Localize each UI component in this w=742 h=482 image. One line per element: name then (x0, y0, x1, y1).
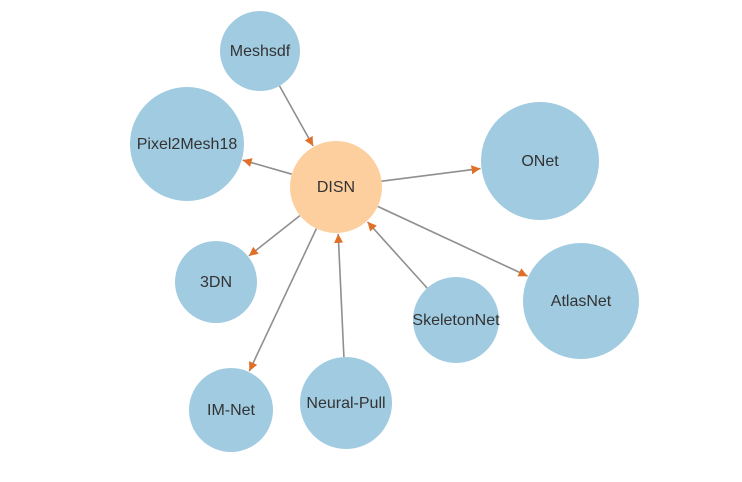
edge-disn-to-atlasnet (377, 205, 528, 277)
edge-neural-pull-to-disn (334, 233, 345, 358)
node-circle-meshsdf[interactable] (220, 11, 300, 91)
node-skeletonnet[interactable]: SkeletonNet (412, 277, 500, 363)
edge-disn-to-pixel2mesh18 (242, 158, 293, 175)
node-circle-atlasnet[interactable] (523, 243, 639, 359)
node-label-atlasnet: AtlasNet (551, 293, 612, 310)
node-label-im-net: IM-Net (207, 402, 256, 419)
node-meshsdf[interactable]: Meshsdf (220, 11, 300, 91)
edge-meshsdf-to-disn (278, 85, 314, 147)
edge-skeletonnet-to-disn (366, 221, 428, 289)
node-label-pixel2mesh18: Pixel2Mesh18 (137, 136, 238, 153)
edge-layer (242, 85, 528, 372)
node-atlasnet[interactable]: AtlasNet (523, 243, 639, 359)
node-label-neural-pull: Neural-Pull (306, 395, 385, 412)
node-circle-onet[interactable] (481, 102, 599, 220)
node-label-disn: DISN (317, 179, 355, 196)
node-circle-skeletonnet[interactable] (413, 277, 499, 363)
node-neural-pull[interactable]: Neural-Pull (300, 357, 392, 449)
node-circle-pixel2mesh18[interactable] (130, 87, 244, 201)
node-label-onet: ONet (521, 153, 559, 170)
node-3dn[interactable]: 3DN (175, 241, 257, 323)
edge-disn-to-3dn (248, 214, 301, 257)
node-label-3dn: 3DN (200, 274, 232, 291)
node-pixel2mesh18[interactable]: Pixel2Mesh18 (130, 87, 244, 201)
node-circle-disn[interactable] (290, 141, 382, 233)
edge-disn-to-onet (381, 165, 481, 182)
edge-disn-to-im-net (248, 228, 318, 372)
node-label-skeletonnet: SkeletonNet (412, 312, 500, 329)
node-circle-neural-pull[interactable] (300, 357, 392, 449)
node-im-net[interactable]: IM-Net (189, 368, 273, 452)
node-circle-3dn[interactable] (175, 241, 257, 323)
node-label-meshsdf: Meshsdf (230, 43, 291, 60)
node-onet[interactable]: ONet (481, 102, 599, 220)
node-circle-im-net[interactable] (189, 368, 273, 452)
node-disn[interactable]: DISN (290, 141, 382, 233)
